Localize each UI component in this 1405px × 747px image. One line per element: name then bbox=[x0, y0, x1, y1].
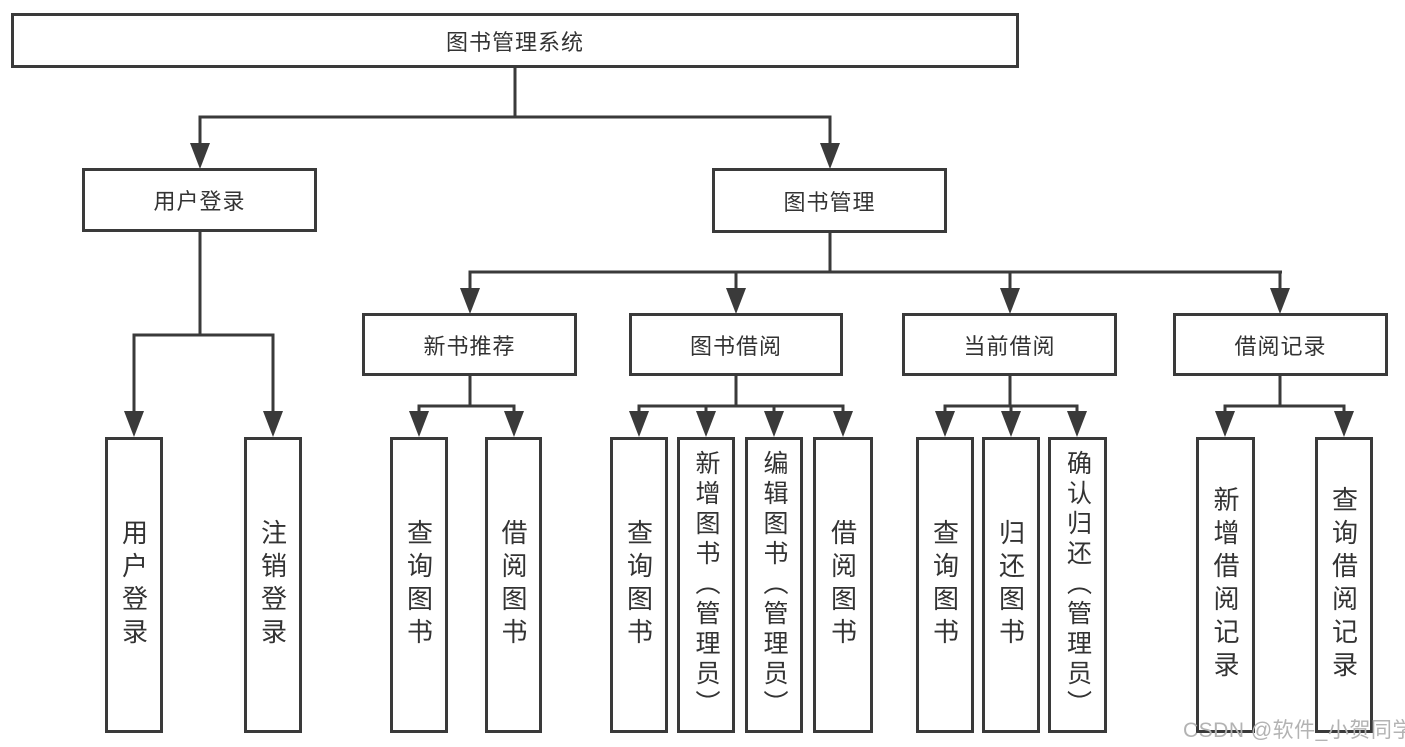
node-new-book-recommendation: 新书推荐 bbox=[362, 313, 577, 376]
leaf-logout: 注销登录 bbox=[244, 437, 302, 733]
node-book-management: 图书管理 bbox=[712, 168, 947, 233]
leaf-add-borrow-record: 新增借阅记录 bbox=[1196, 437, 1255, 733]
leaf-query-books-recommend: 查询图书 bbox=[390, 437, 448, 733]
leaf-return-books: 归还图书 bbox=[982, 437, 1040, 733]
csdn-watermark: CSDN @软件_小贺同学 bbox=[1183, 719, 1405, 742]
node-library-management-system: 图书管理系统 bbox=[11, 13, 1019, 68]
leaf-borrow-books-recommend: 借阅图书 bbox=[485, 437, 542, 733]
leaf-query-borrow-record: 查询借阅记录 bbox=[1315, 437, 1373, 733]
node-current-borrowing: 当前借阅 bbox=[902, 313, 1117, 376]
leaf-query-books-borrowing: 查询图书 bbox=[610, 437, 668, 733]
leaf-edit-books-admin: 编辑图书（管理员） bbox=[745, 437, 803, 733]
node-borrowing-records: 借阅记录 bbox=[1173, 313, 1388, 376]
leaf-query-books-current: 查询图书 bbox=[916, 437, 974, 733]
leaf-confirm-return-admin: 确认归还（管理员） bbox=[1048, 437, 1107, 733]
node-user-login: 用户登录 bbox=[82, 168, 317, 232]
leaf-add-books-admin: 新增图书（管理员） bbox=[677, 437, 735, 733]
leaf-borrow-books-borrowing: 借阅图书 bbox=[813, 437, 873, 733]
node-book-borrowing: 图书借阅 bbox=[629, 313, 843, 376]
leaf-user-login: 用户登录 bbox=[105, 437, 163, 733]
